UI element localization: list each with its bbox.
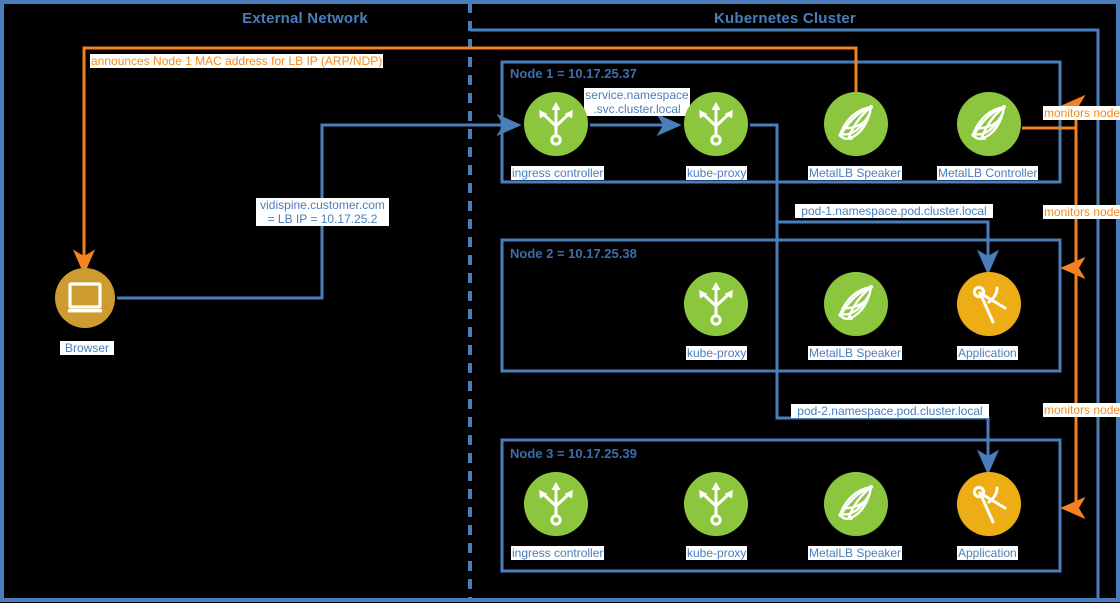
node-1-metallb-controller-icon[interactable] [957, 92, 1021, 156]
node-1-ingress-controller-label: ingress controller [511, 166, 605, 180]
service-dns-line2: .svc.cluster.local [593, 102, 681, 116]
lb-ip-label: vidispine.customer.com = LB IP = 10.17.2… [256, 198, 389, 226]
node-3-metallb-speaker-icon[interactable] [824, 472, 888, 536]
arp-announce-label: announces Node 1 MAC address for LB IP (… [90, 54, 384, 68]
node-1-kube-proxy-label: kube-proxy [686, 166, 748, 180]
node-3-application-label: Application [957, 546, 1018, 560]
node-2-kube-proxy-label: kube-proxy [686, 346, 748, 360]
node-1-metallb-speaker-label: MetalLB Speaker [808, 166, 903, 180]
monitors-node-3-path [1060, 268, 1086, 520]
node-2-application-icon[interactable] [957, 272, 1021, 336]
node-1-metallb-controller-label: MetalLB Controller [937, 166, 1039, 180]
monitors-node-label-3: monitors node [1043, 403, 1120, 417]
node-3-ingress-controller-label: ingress controller [511, 546, 605, 560]
lb-ip-label-line2: = LB IP = 10.17.25.2 [267, 212, 378, 226]
node-3-metallb-speaker-label: MetalLB Speaker [808, 546, 903, 560]
service-dns-label: service.namespace .svc.cluster.local [584, 88, 690, 116]
node-3-box [500, 438, 1062, 573]
node-2-metallb-speaker-label: MetalLB Speaker [808, 346, 903, 360]
lb-ip-label-line1: vidispine.customer.com [260, 198, 385, 212]
node-1-title: Node 1 = 10.17.25.37 [510, 66, 637, 81]
arp-announce-path [72, 46, 858, 275]
node-2-application-label: Application [957, 346, 1018, 360]
node-3-kube-proxy-icon[interactable] [684, 472, 748, 536]
monitors-node-2-path [1060, 128, 1086, 280]
monitors-node-label-1: monitors node [1043, 106, 1120, 120]
monitors-node-label-2: monitors node [1043, 205, 1120, 219]
node-3-ingress-controller-icon[interactable] [524, 472, 588, 536]
node-2-title: Node 2 = 10.17.25.38 [510, 246, 637, 261]
node-3-title: Node 3 = 10.17.25.39 [510, 446, 637, 461]
pod-2-dns-label: pod-2.namespace.pod.cluster.local [791, 404, 989, 418]
node-1-metallb-speaker-icon[interactable] [824, 92, 888, 156]
kubeproxy-to-pod2-path [775, 222, 1000, 475]
external-network-title: External Network [242, 10, 368, 27]
pod-1-dns-label: pod-1.namespace.pod.cluster.local [795, 204, 993, 218]
browser-icon[interactable] [55, 268, 115, 328]
node-2-metallb-speaker-icon[interactable] [824, 272, 888, 336]
node-1-ingress-controller-icon[interactable] [524, 92, 588, 156]
node-1-kube-proxy-icon[interactable] [684, 92, 748, 156]
node-2-box [500, 238, 1062, 373]
node-2-kube-proxy-icon[interactable] [684, 272, 748, 336]
node-3-kube-proxy-label: kube-proxy [686, 546, 748, 560]
node-3-application-icon[interactable] [957, 472, 1021, 536]
kubernetes-cluster-title: Kubernetes Cluster [714, 10, 856, 27]
service-dns-line1: service.namespace [585, 88, 689, 102]
browser-label: Browser [60, 341, 114, 355]
